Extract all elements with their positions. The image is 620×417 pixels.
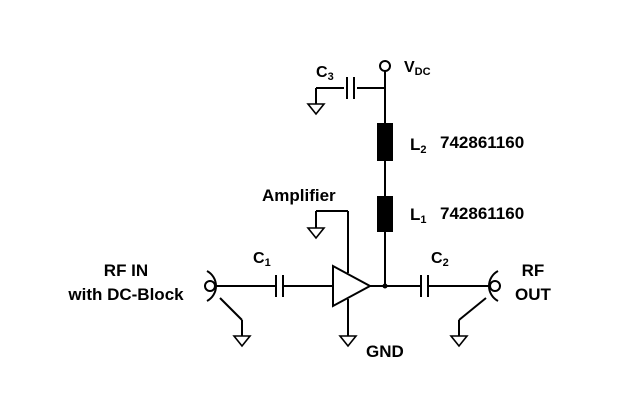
ground-symbol-c3: [306, 103, 326, 116]
rf-out-connector: [449, 270, 501, 348]
rf-in-subtitle: with DC-Block: [67, 285, 184, 304]
rf-in-label: RF IN: [104, 261, 148, 280]
l1-part-number: 742861160: [440, 204, 524, 223]
l2-label: L2: [410, 135, 427, 156]
amplifier-label: Amplifier: [262, 186, 336, 205]
c3-label: C3: [316, 64, 334, 83]
ground-symbol-amp-gnd: [338, 335, 358, 348]
ground-symbol-amp-top: [306, 227, 326, 240]
capacitor-c3: [315, 77, 385, 104]
c2-label: C2: [431, 250, 449, 269]
vdc-terminal: [379, 60, 391, 123]
rf-out-subtitle: OUT: [515, 285, 552, 304]
c1-label: C1: [253, 250, 271, 269]
ground-symbol-rf-out: [449, 335, 469, 348]
ground-symbol-rf-in: [232, 335, 252, 348]
l1-label: L1: [410, 205, 427, 226]
amplifier-symbol: [306, 210, 373, 348]
output-node: [370, 283, 420, 289]
l2-part-number: 742861160: [440, 133, 524, 152]
capacitor-c1: [226, 275, 333, 297]
vdc-label: VDC: [404, 59, 431, 78]
inductor-l2: [377, 123, 393, 196]
rf-in-connector: [204, 270, 252, 348]
gnd-label: GND: [366, 342, 404, 361]
rf-out-label: RF: [522, 261, 545, 280]
capacitor-c2: [420, 275, 476, 297]
inductor-l1: [377, 196, 393, 288]
